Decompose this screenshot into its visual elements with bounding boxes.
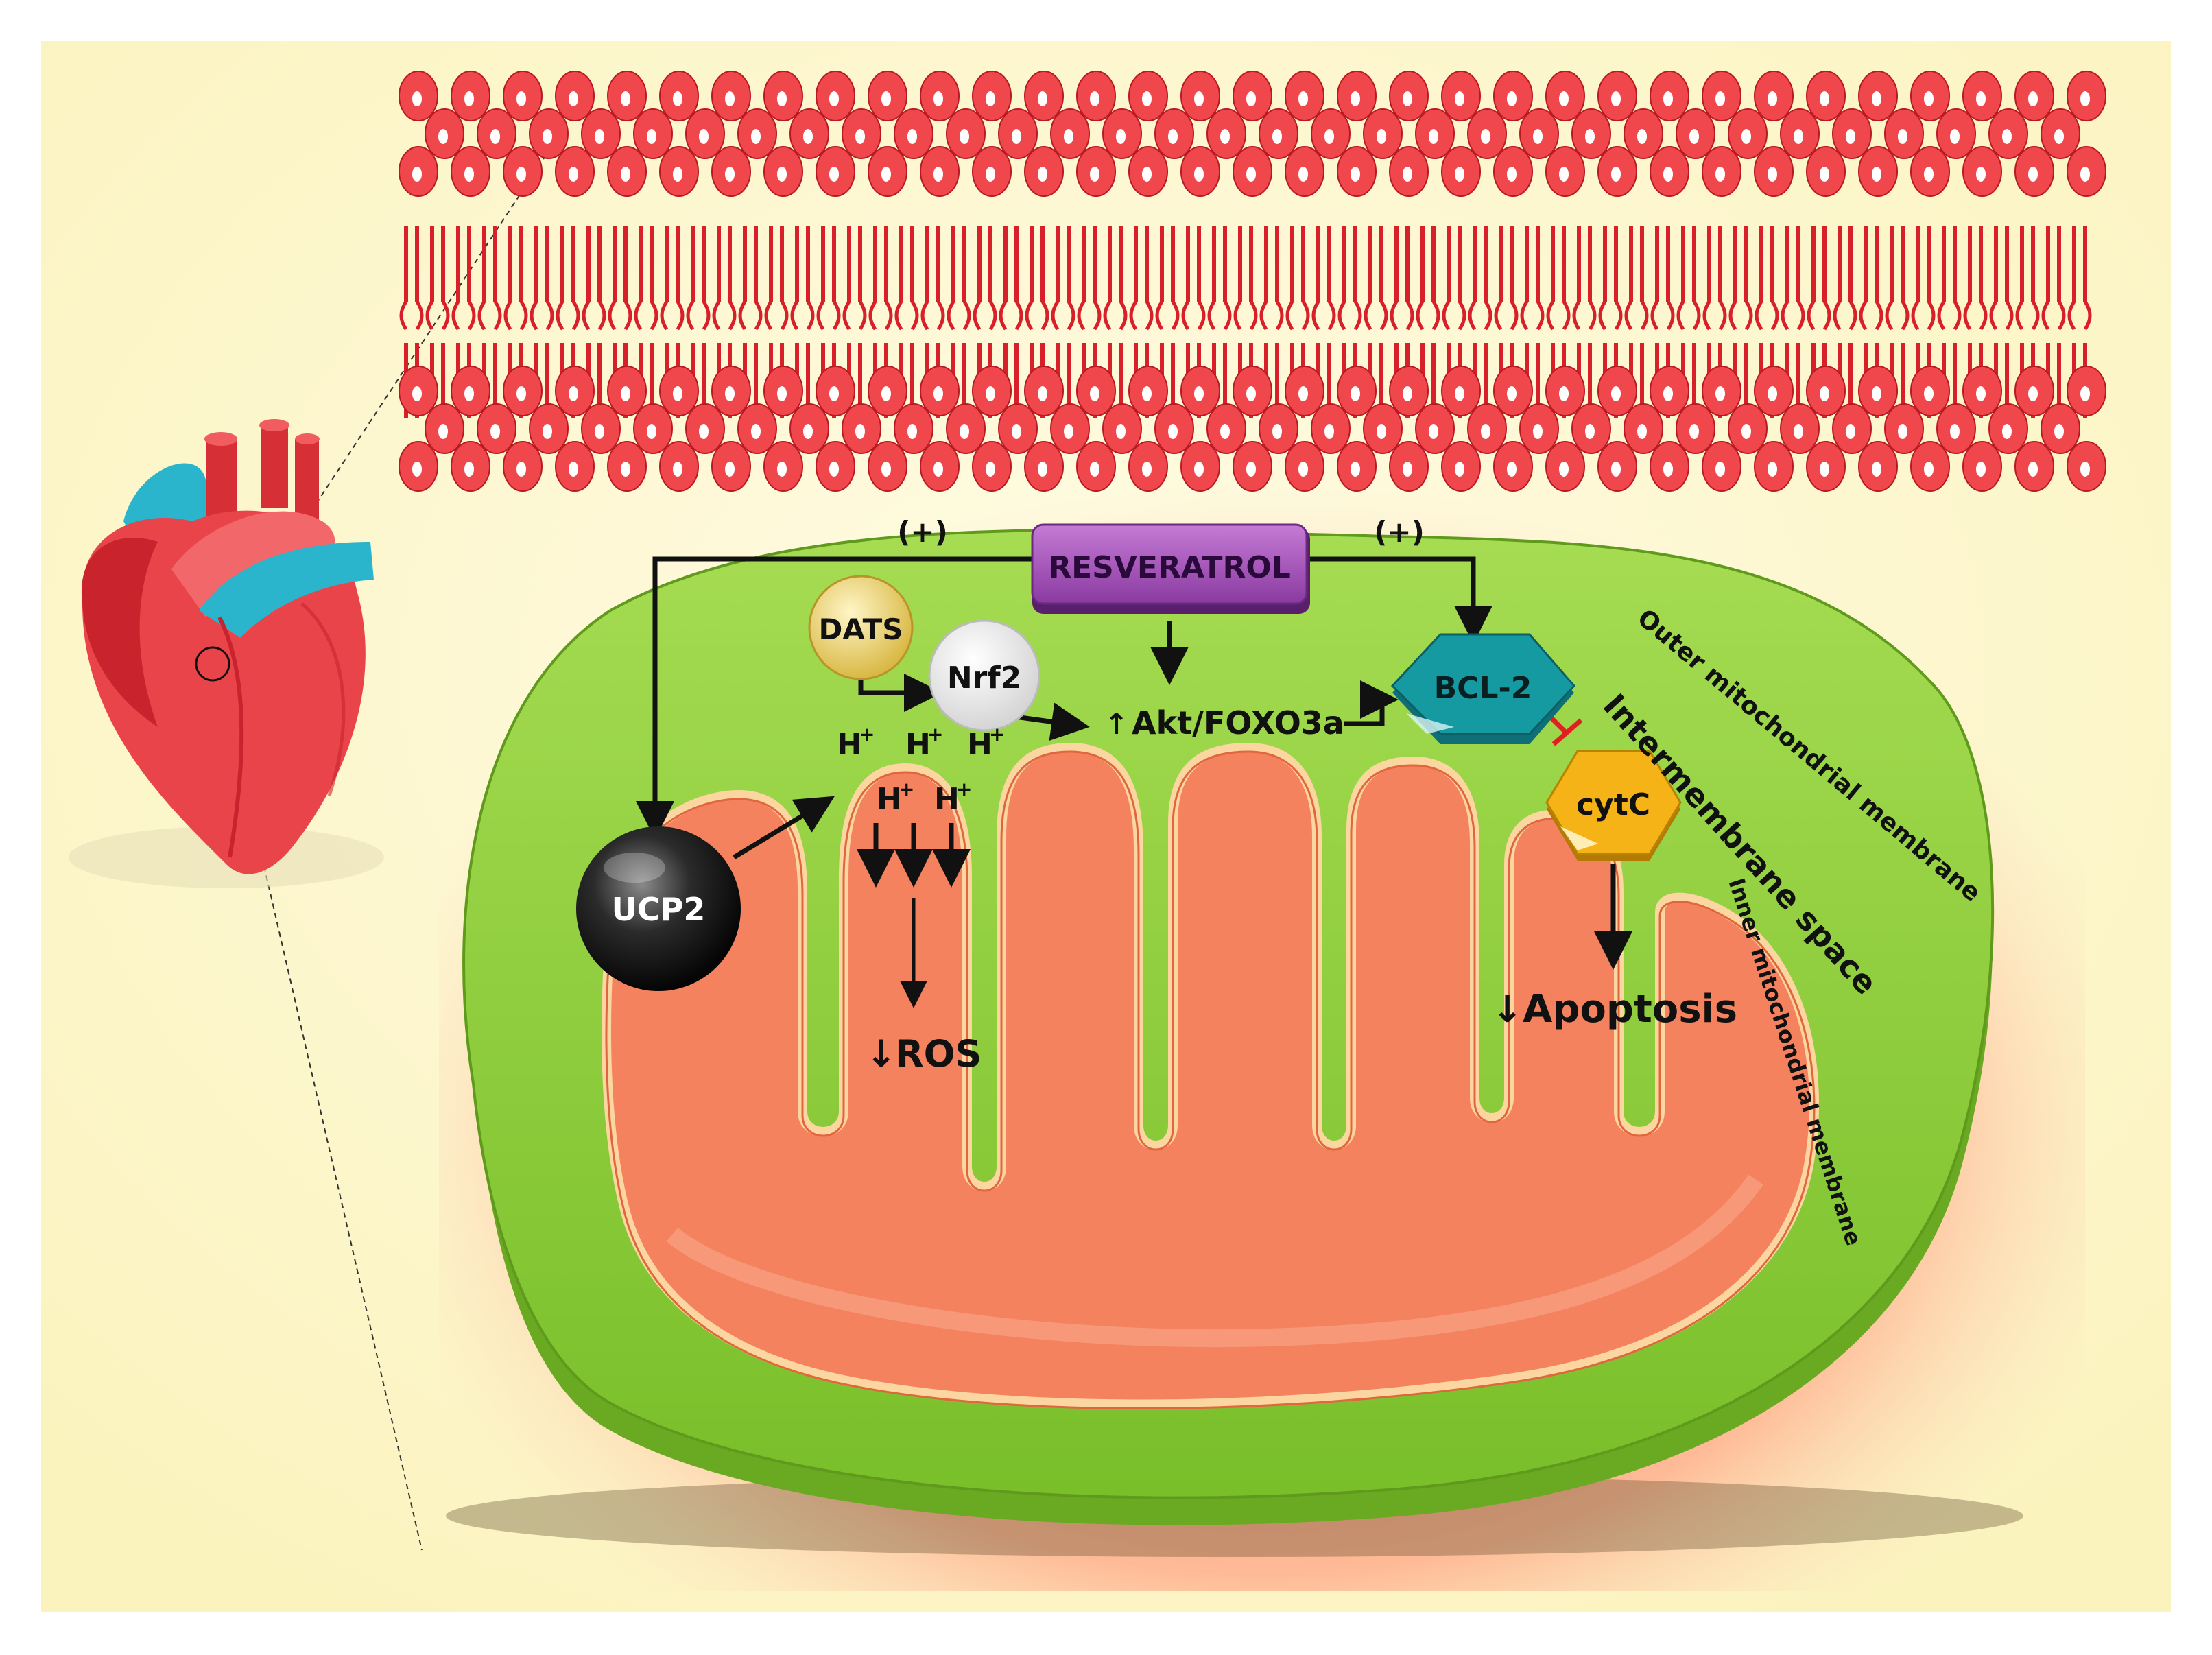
- arrow-akt-bcl2: [1344, 680, 1399, 726]
- cytc-label: cytC: [1576, 787, 1650, 822]
- dats-label: DATS: [818, 612, 903, 646]
- apoptosis-down-arrow: ↓: [1492, 988, 1523, 1031]
- zoom-circle: [195, 646, 230, 682]
- resveratrol-box: RESVERATROL: [1031, 523, 1310, 614]
- akt-up-arrow: ↑: [1104, 707, 1128, 741]
- proton-2-sup: +: [927, 723, 943, 746]
- nrf2-node: Nrf2: [928, 619, 1040, 732]
- cytc-node: cytC: [1545, 750, 1682, 861]
- proton-1-sup: +: [859, 723, 875, 746]
- ros-down-arrow: ↓: [866, 1032, 896, 1075]
- lipid-bilayer: [399, 71, 2106, 492]
- nrf2-label: Nrf2: [947, 660, 1021, 695]
- akt-foxo-label: Akt/FOXO3a: [1132, 704, 1344, 741]
- proton-5-sup: +: [956, 778, 972, 800]
- arrow-ucp2-proton: [733, 796, 835, 859]
- proton-3-sup: +: [989, 723, 1005, 746]
- resveratrol-label: RESVERATROL: [1048, 550, 1291, 585]
- proton-2: H: [905, 727, 931, 762]
- bcl2-node: BCL-2: [1390, 633, 1576, 744]
- plus-right-label: (+): [1374, 515, 1425, 549]
- proton-4: H: [877, 782, 902, 817]
- proton-labels: H + H + H + H + H +: [837, 723, 1005, 817]
- arrow-resveratrol-bcl2: [1307, 556, 1492, 644]
- bcl2-label: BCL-2: [1434, 671, 1532, 706]
- proton-3: H: [967, 727, 992, 762]
- arrow-nrf2-akt: [1014, 702, 1090, 741]
- heart-icon: [69, 419, 384, 888]
- ros-label: ROS: [895, 1032, 982, 1075]
- proton-4-sup: +: [899, 778, 914, 800]
- ucp2-node: UCP2: [576, 826, 741, 991]
- arrow-resveratrol-ucp2: [636, 556, 1032, 840]
- proton-1: H: [837, 727, 862, 762]
- dats-node: DATS: [808, 575, 914, 680]
- ucp2-label: UCP2: [612, 891, 706, 928]
- apoptosis-label: Apoptosis: [1523, 987, 1737, 1032]
- plus-left-label: (+): [897, 515, 948, 549]
- proton-5: H: [934, 782, 960, 817]
